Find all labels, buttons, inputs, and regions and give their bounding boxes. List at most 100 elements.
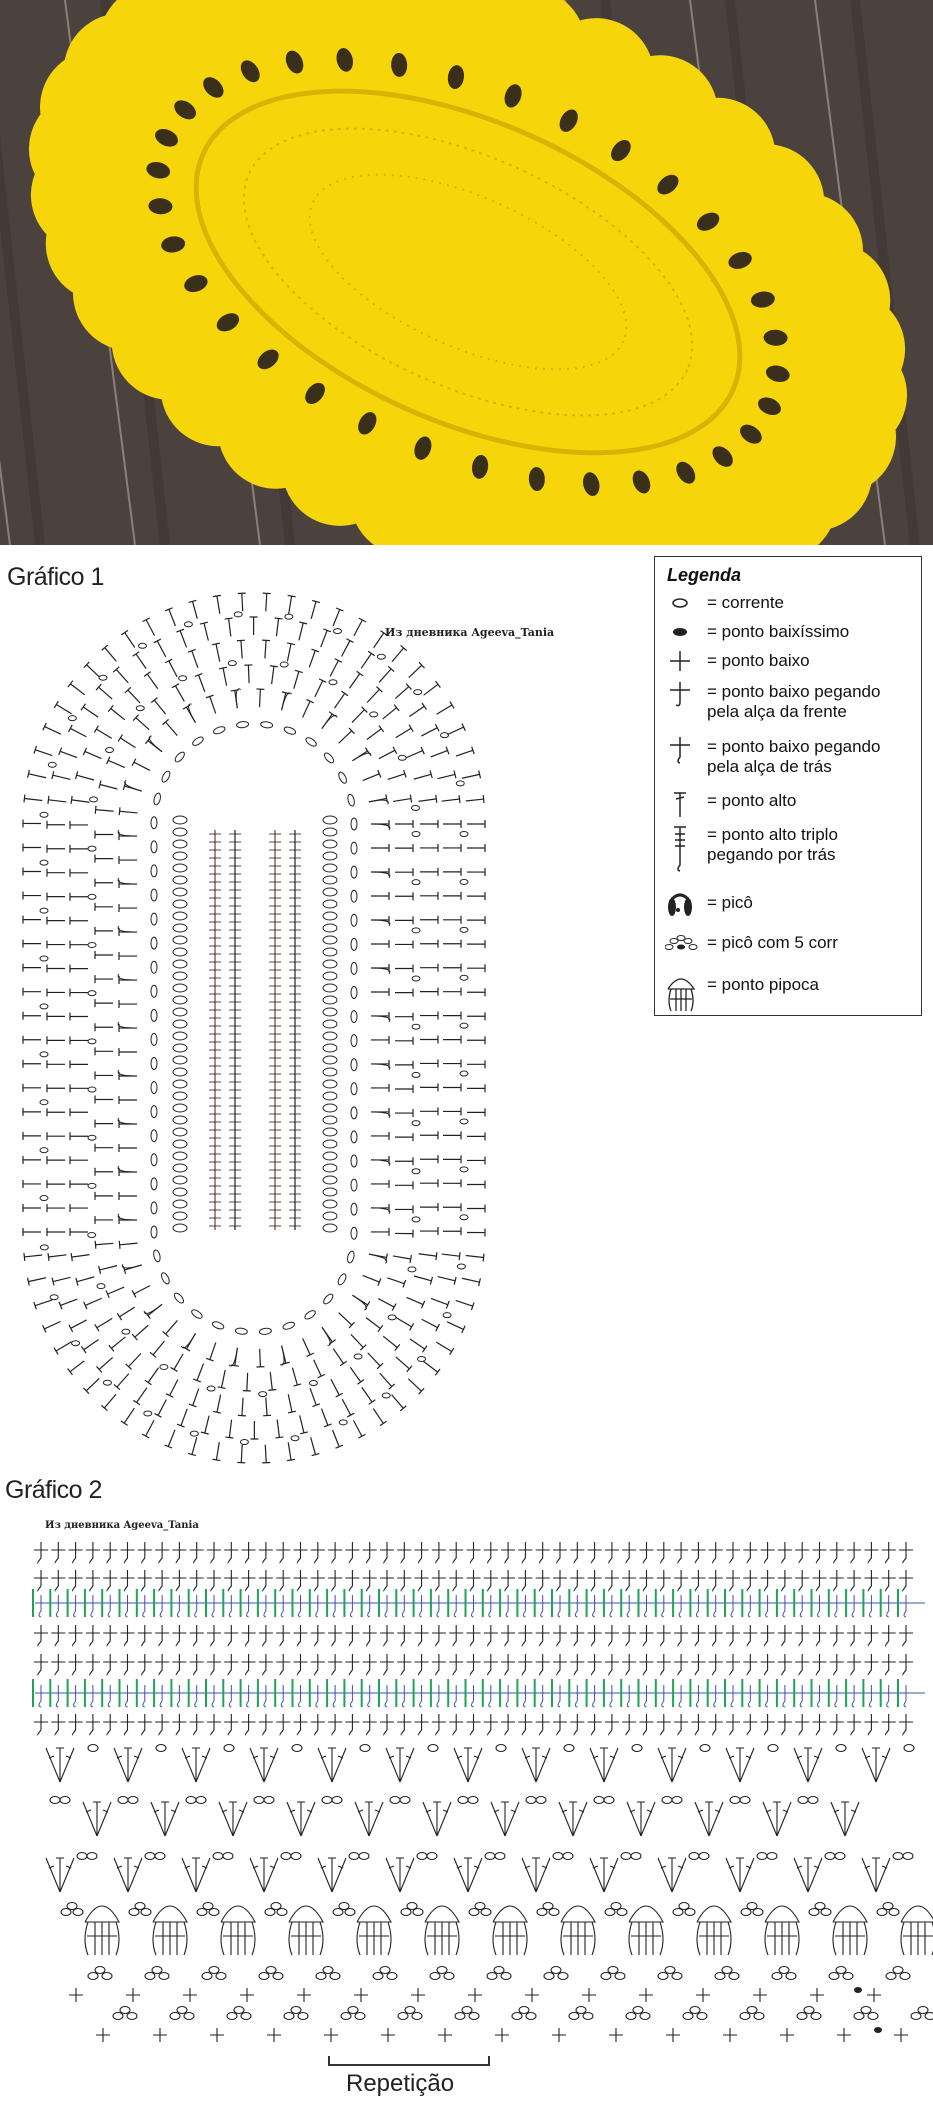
stitch-bar <box>53 1347 59 1355</box>
chain-stitch <box>154 1851 166 1861</box>
chain-stitch <box>150 984 158 998</box>
stitch-bar <box>409 794 413 803</box>
stitch <box>82 706 99 718</box>
chain-stitch <box>172 971 188 981</box>
stitch <box>298 622 304 641</box>
chain-stitch <box>258 1391 268 1398</box>
chain-stitch <box>411 1120 421 1127</box>
chain-stitch <box>493 1965 505 1975</box>
stitch-bar <box>68 724 73 733</box>
chain-stitch <box>283 726 297 735</box>
chain-stitch <box>443 1971 455 1981</box>
stitch <box>28 773 47 779</box>
chain-stitch <box>39 1003 49 1010</box>
popcorn-arc <box>370 1207 391 1215</box>
chain-stitch <box>236 721 250 729</box>
sc-back-loop <box>194 1685 198 1708</box>
sc-front-loop <box>85 1570 100 1592</box>
stitch-bar <box>294 669 303 674</box>
v-stitch-group <box>453 1747 483 1783</box>
chain-stitch <box>263 1795 275 1805</box>
chain-stitch <box>867 2011 879 2021</box>
sc-back-loop <box>436 1685 440 1708</box>
sc-front-loop <box>881 1542 896 1564</box>
stitch-bar <box>27 769 30 778</box>
chain-stitch <box>39 1147 49 1154</box>
stitch-bar <box>334 658 343 663</box>
stitch-bar <box>94 1324 100 1332</box>
chain-stitch <box>322 1031 338 1041</box>
chain-stitch <box>322 1127 338 1137</box>
stitch-bar <box>263 1414 272 1417</box>
sc-back-loop <box>349 1595 353 1618</box>
stitch <box>379 1372 393 1387</box>
stitch-bar <box>429 770 433 779</box>
sc-front-loop <box>743 1570 758 1592</box>
popcorn-arc <box>121 1264 142 1269</box>
stitch <box>55 1341 72 1352</box>
chain-stitch <box>753 2011 765 2021</box>
chain-stitch <box>899 1971 911 1981</box>
chain-stitch <box>322 815 338 825</box>
sc-back-loop <box>817 1685 820 1708</box>
stitch-bar <box>482 795 485 804</box>
chain-stitch <box>305 737 317 747</box>
chain-stitch <box>233 611 243 618</box>
chain-stitch <box>185 1795 197 1805</box>
rug-hole <box>257 349 279 370</box>
chain-stitch <box>183 621 193 628</box>
chain-stitch <box>172 1211 188 1221</box>
popcorn-arc <box>368 1253 388 1264</box>
sc-front-loop <box>293 1654 308 1676</box>
sc-front-loop <box>293 1714 308 1736</box>
chain-stitch <box>322 827 338 837</box>
stitch-bar <box>165 1393 174 1398</box>
chain-stitch <box>353 1353 363 1360</box>
chain-stitch <box>86 1851 98 1861</box>
chain-stitch <box>350 889 358 903</box>
sc-front-loop <box>207 1570 221 1592</box>
stitch <box>308 650 316 668</box>
stitch <box>153 699 167 715</box>
sc-front-loop <box>155 1625 170 1647</box>
stitch-bar <box>435 1252 438 1261</box>
sc-front-loop <box>103 1714 118 1736</box>
chain-stitch <box>49 1795 61 1805</box>
chain-stitch <box>233 2005 245 2015</box>
chain-stitch <box>172 1007 188 1017</box>
chain-stitch <box>172 983 188 993</box>
chain-stitch <box>208 1907 220 1917</box>
single-crochet <box>324 2028 338 2042</box>
chain-stitch <box>72 1907 84 1917</box>
stitch <box>179 630 188 648</box>
stitch-bar <box>323 1423 332 1428</box>
chain-stitch <box>322 1079 338 1089</box>
popcorn-stitch <box>424 1905 460 1956</box>
sc-front-loop <box>189 1542 204 1564</box>
sc-back-loop <box>419 1685 423 1708</box>
stitch <box>133 1285 151 1295</box>
stitch-bar <box>318 678 327 683</box>
sc-back-loop <box>332 1685 336 1708</box>
yellow-crochet-rug-photo <box>0 0 933 545</box>
stitch-bar <box>96 1366 103 1373</box>
chain-stitch <box>411 879 421 886</box>
chain-stitch <box>331 1795 343 1805</box>
stitch-bar <box>42 1325 47 1333</box>
sc-front-loop <box>310 1570 325 1592</box>
stitch <box>48 799 67 803</box>
stitch-bar <box>377 1324 384 1333</box>
stitch-bar <box>399 1405 407 1412</box>
stitch <box>119 1306 136 1318</box>
sc-back-loop <box>315 1595 319 1618</box>
chain-stitch <box>756 1851 768 1861</box>
sc-back-loop <box>298 1595 301 1618</box>
v-stitch-group <box>150 1801 180 1837</box>
sc-front-loop <box>189 1714 204 1736</box>
sc-back-loop <box>868 1685 872 1708</box>
stitch <box>350 1334 364 1348</box>
sc-front-loop <box>362 1570 377 1592</box>
chain-stitch <box>639 2011 651 2021</box>
single-crochet <box>810 1988 824 2002</box>
chain-stitch <box>71 1340 81 1347</box>
